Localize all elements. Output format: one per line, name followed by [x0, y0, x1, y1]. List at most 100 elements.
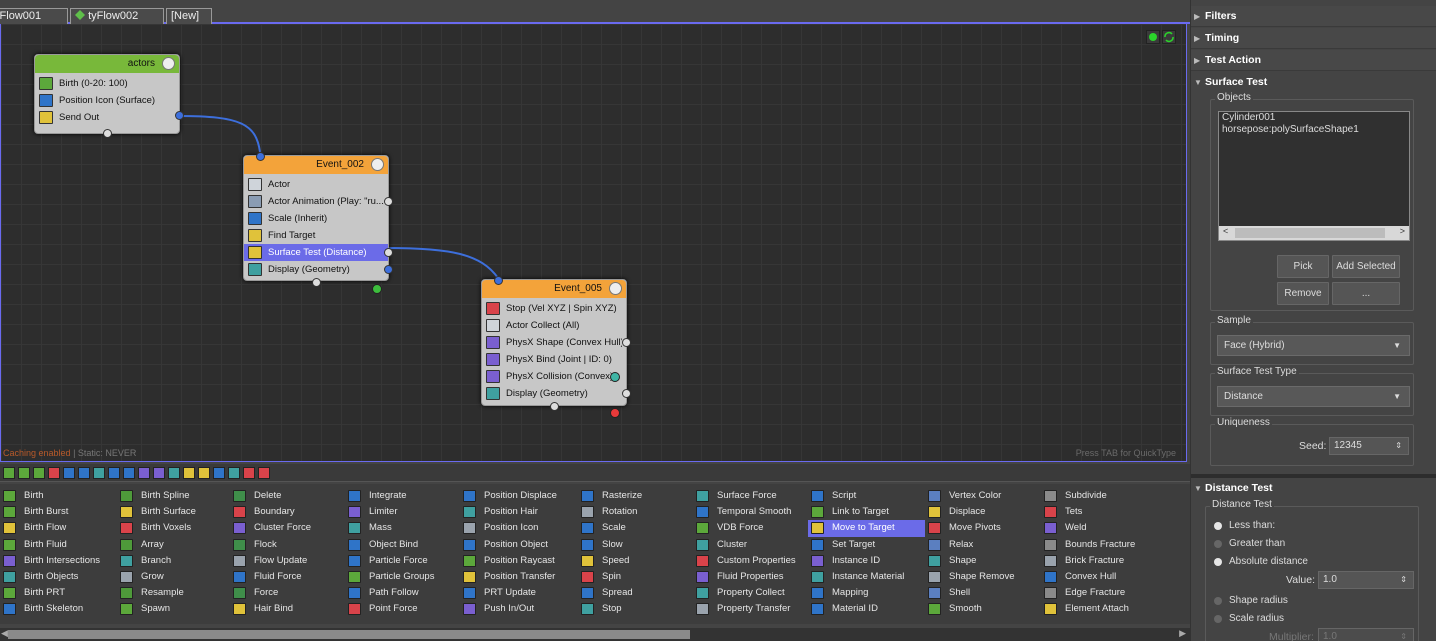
objects-list[interactable]: Cylinder001 horsepose:polySurfaceShape1 …	[1218, 111, 1410, 241]
output-port[interactable]	[622, 338, 631, 347]
list-item[interactable]: horsepose:polySurfaceShape1	[1222, 124, 1359, 135]
category-filter-icon[interactable]	[243, 467, 255, 479]
palette-item[interactable]: Mapping	[808, 585, 925, 601]
operator-physx-collision[interactable]: PhysX Collision (Convex)	[486, 368, 622, 385]
category-filter-icon[interactable]	[18, 467, 30, 479]
surface-test-type-dropdown[interactable]: Distance▼	[1217, 386, 1410, 407]
absolute-distance-radio[interactable]: Absolute distance	[1212, 555, 1308, 569]
scrollbar-thumb[interactable]	[8, 630, 690, 639]
palette-item[interactable]: Bounds Fracture	[1041, 537, 1160, 553]
palette-item[interactable]: Fluid Properties	[693, 569, 808, 585]
palette-item[interactable]: Move Pivots	[925, 520, 1041, 536]
palette-item[interactable]: Convex Hull	[1041, 569, 1160, 585]
less-than-radio[interactable]: Less than:	[1212, 519, 1275, 533]
palette-item[interactable]: Subdivide	[1041, 488, 1160, 504]
palette-item[interactable]: Birth Flow	[0, 520, 117, 536]
list-hscrollbar[interactable]: < >	[1219, 226, 1409, 240]
multiplier-spinner[interactable]: 1.0⇕	[1318, 628, 1414, 641]
greater-than-radio[interactable]: Greater than	[1212, 537, 1285, 551]
category-filter-icon[interactable]	[168, 467, 180, 479]
palette-item[interactable]: Position Transfer	[460, 569, 578, 585]
palette-item[interactable]: PRT Update	[460, 585, 578, 601]
palette-item[interactable]: Hair Bind	[230, 601, 345, 617]
event-header[interactable]: actors	[35, 55, 179, 73]
category-filter-icon[interactable]	[183, 467, 195, 479]
palette-item[interactable]: Link to Target	[808, 504, 925, 520]
palette-item[interactable]: Smooth	[925, 601, 1041, 617]
operator-send-out[interactable]: Send Out	[39, 109, 175, 126]
palette-item[interactable]: Cluster Force	[230, 520, 345, 536]
palette-item[interactable]: Object Bind	[345, 537, 460, 553]
palette-item[interactable]: Shell	[925, 585, 1041, 601]
bind-color-dot[interactable]	[610, 372, 620, 382]
palette-item[interactable]: Element Attach	[1041, 601, 1160, 617]
category-filter-icon[interactable]	[48, 467, 60, 479]
palette-item[interactable]: Path Follow	[345, 585, 460, 601]
palette-item[interactable]: Position Object	[460, 537, 578, 553]
palette-item[interactable]: VDB Force	[693, 520, 808, 536]
palette-item[interactable]: Weld	[1041, 520, 1160, 536]
palette-item[interactable]: Birth Spline	[117, 488, 230, 504]
operator-physx-shape[interactable]: PhysX Shape (Convex Hull)	[486, 334, 622, 351]
category-filter-icon[interactable]	[153, 467, 165, 479]
palette-item[interactable]: Custom Properties	[693, 553, 808, 569]
category-filter-icon[interactable]	[228, 467, 240, 479]
operator-actor-animation[interactable]: Actor Animation (Play: "ru...	[248, 193, 384, 210]
category-filter-icon[interactable]	[258, 467, 270, 479]
palette-item[interactable]: Tets	[1041, 504, 1160, 520]
tab-tyflow002[interactable]: tyFlow002	[70, 8, 164, 24]
input-port[interactable]	[312, 278, 321, 287]
cache-status-icon[interactable]	[1146, 30, 1160, 44]
palette-item[interactable]: Birth Intersections	[0, 553, 117, 569]
palette-item[interactable]: Birth Voxels	[117, 520, 230, 536]
list-item[interactable]: Cylinder001	[1222, 112, 1276, 123]
operator-actor[interactable]: Actor	[248, 176, 384, 193]
refresh-icon[interactable]	[1162, 30, 1176, 44]
palette-item[interactable]: Birth Skeleton	[0, 601, 117, 617]
palette-item[interactable]: Integrate	[345, 488, 460, 504]
palette-item[interactable]: Script	[808, 488, 925, 504]
bulb-icon[interactable]	[609, 282, 622, 295]
palette-item[interactable]: Displace	[925, 504, 1041, 520]
scroll-left-icon[interactable]: ◀	[1, 628, 8, 638]
palette-item[interactable]: Property Transfer	[693, 601, 808, 617]
section-test-action[interactable]: ▶Test Action	[1191, 50, 1436, 71]
palette-item[interactable]: Position Hair	[460, 504, 578, 520]
operator-display[interactable]: Display (Geometry)	[486, 385, 622, 402]
palette-item[interactable]: Branch	[117, 553, 230, 569]
palette-item[interactable]: Mass	[345, 520, 460, 536]
palette-item[interactable]: Spread	[578, 585, 693, 601]
palette-item[interactable]: Birth PRT	[0, 585, 117, 601]
section-timing[interactable]: ▶Timing	[1191, 28, 1436, 49]
palette-scrollbar[interactable]: ◀ ▶	[0, 628, 1190, 641]
input-port[interactable]	[103, 129, 112, 138]
category-filter-icon[interactable]	[138, 467, 150, 479]
palette-item[interactable]: Birth Objects	[0, 569, 117, 585]
operator-actor-collect[interactable]: Actor Collect (All)	[486, 317, 622, 334]
category-filter-icon[interactable]	[78, 467, 90, 479]
palette-item[interactable]: Relax	[925, 537, 1041, 553]
output-port[interactable]	[622, 389, 631, 398]
palette-item[interactable]: Slow	[578, 537, 693, 553]
tab-new[interactable]: [New]	[166, 8, 212, 24]
display-color-dot[interactable]	[610, 408, 620, 418]
section-surface-test[interactable]: ▼Surface Test	[1191, 72, 1436, 93]
seed-spinner[interactable]: 12345⇕	[1329, 437, 1409, 455]
event-header[interactable]: Event_005	[482, 280, 626, 298]
operator-find-target[interactable]: Find Target	[248, 227, 384, 244]
shape-radius-radio[interactable]: Shape radius	[1212, 594, 1288, 608]
scrollbar-thumb[interactable]	[1235, 228, 1385, 238]
palette-item[interactable]: Birth Burst	[0, 504, 117, 520]
scroll-right-icon[interactable]: ▶	[1179, 628, 1186, 638]
event-node-event002[interactable]: Event_002 Actor Actor Animation (Play: "…	[243, 152, 393, 294]
palette-item[interactable]: Flow Update	[230, 553, 345, 569]
palette-item[interactable]: Particle Force	[345, 553, 460, 569]
operator-scale[interactable]: Scale (Inherit)	[248, 210, 384, 227]
palette-item[interactable]: Delete	[230, 488, 345, 504]
palette-item[interactable]: Position Icon	[460, 520, 578, 536]
palette-item[interactable]: Vertex Color	[925, 488, 1041, 504]
operator-display[interactable]: Display (Geometry)	[248, 261, 384, 278]
palette-item[interactable]: Material ID	[808, 601, 925, 617]
palette-item[interactable]: Cluster	[693, 537, 808, 553]
palette-item[interactable]: Set Target	[808, 537, 925, 553]
